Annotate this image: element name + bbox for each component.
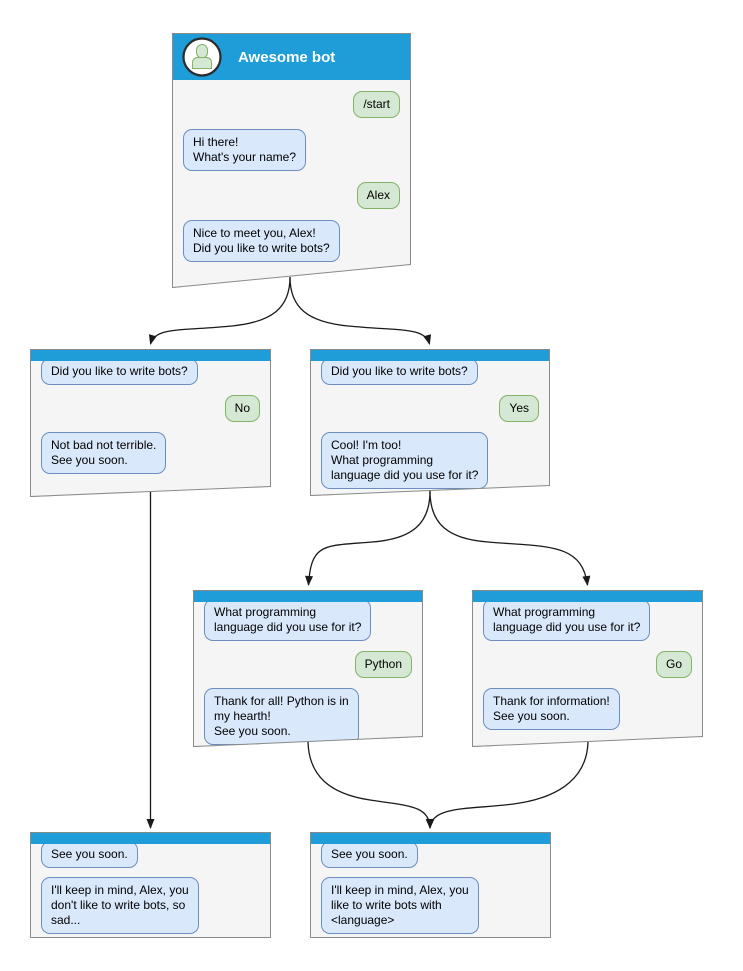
chat-window-branch-yes: Did you like to write bots? Yes Cool! I'… [310, 349, 550, 496]
chat-window-branch-go: What programming language did you use fo… [472, 590, 703, 747]
window-title: Awesome bot [238, 48, 336, 66]
user-message-bubble: Go [655, 651, 692, 678]
arrow-main-to-no [148, 276, 291, 345]
bot-message-bubble: What programming language did you use fo… [204, 599, 372, 641]
arrow-python-to-end [307, 741, 434, 829]
window-titlebar [31, 833, 270, 844]
message-area: See you soon. I'll keep in mind, Alex, y… [31, 841, 270, 934]
bot-avatar-icon [182, 37, 222, 77]
bot-message-bubble: Thank for information! See you soon. [483, 688, 620, 730]
arrow-yes-to-python [305, 490, 431, 586]
bot-message-bubble: Thank for all! Python is in my hearth! S… [204, 688, 359, 745]
bot-message-bubble: Hi there! What's your name? [183, 129, 307, 171]
user-message-bubble: Python [354, 651, 412, 678]
message-area: What programming language did you use fo… [194, 599, 422, 745]
bot-message-bubble: See you soon. [41, 841, 138, 868]
message-area: /start Hi there! What's your name? Alex … [173, 80, 410, 262]
bot-message-bubble: Did you like to write bots? [41, 358, 198, 385]
window-titlebar [311, 833, 550, 844]
arrow-go-to-end [426, 741, 589, 829]
user-message-bubble: Yes [499, 395, 539, 422]
message-area: Did you like to write bots? No Not bad n… [31, 358, 270, 474]
user-message-bubble: Alex [356, 182, 400, 209]
bot-message-bubble: What programming language did you use fo… [483, 599, 651, 641]
chat-window-branch-no: Did you like to write bots? No Not bad n… [30, 349, 271, 497]
message-area: What programming language did you use fo… [473, 599, 702, 730]
bot-message-bubble: See you soon. [321, 841, 418, 868]
arrow-yes-to-go [429, 490, 591, 586]
user-message-bubble: /start [353, 91, 400, 118]
bot-message-bubble: Did you like to write bots? [321, 358, 478, 385]
bot-message-bubble: I'll keep in mind, Alex, you like to wri… [321, 877, 479, 934]
bot-message-bubble: Cool! I'm too! What programming language… [321, 432, 489, 489]
window-titlebar [194, 591, 422, 602]
bot-message-bubble: I'll keep in mind, Alex, you don't like … [41, 877, 199, 934]
window-titlebar [311, 350, 549, 361]
chat-window-end-no: See you soon. I'll keep in mind, Alex, y… [30, 832, 271, 938]
user-message-bubble: No [224, 395, 260, 422]
bot-message-bubble: Nice to meet you, Alex! Did you like to … [183, 220, 340, 262]
window-titlebar: Awesome bot [173, 34, 410, 80]
message-area: See you soon. I'll keep in mind, Alex, y… [311, 841, 550, 934]
window-titlebar [31, 350, 270, 361]
chat-window-main: Awesome bot /start Hi there! What's your… [172, 33, 411, 288]
chat-window-branch-python: What programming language did you use fo… [193, 590, 423, 747]
window-titlebar [473, 591, 702, 602]
bot-message-bubble: Not bad not terrible. See you soon. [41, 432, 167, 474]
chat-window-end-language: See you soon. I'll keep in mind, Alex, y… [310, 832, 551, 938]
arrow-main-to-yes [289, 276, 432, 345]
message-area: Did you like to write bots? Yes Cool! I'… [311, 358, 549, 489]
